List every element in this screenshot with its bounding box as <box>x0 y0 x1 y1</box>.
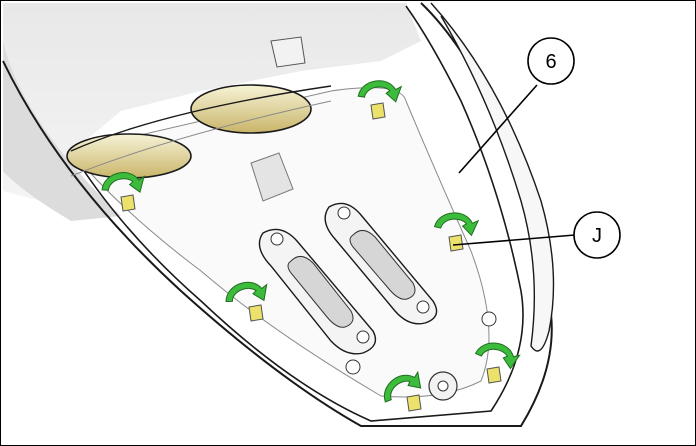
lens-opening-left <box>66 133 192 179</box>
outer-left-shade <box>3 41 121 221</box>
inner-rim-outline <box>70 5 524 422</box>
leader-line-j <box>452 234 576 246</box>
callout-6: 6 <box>527 37 575 85</box>
callout-j-label: J <box>592 225 602 247</box>
center-hole-boss <box>428 371 458 401</box>
screw-boss <box>481 311 497 327</box>
bracket-plate-right <box>324 202 438 325</box>
right-outer-edge <box>430 2 555 352</box>
leader-line-6 <box>458 84 538 174</box>
lens-opening-right <box>190 84 312 134</box>
screw-boss <box>345 359 361 375</box>
upper-tab <box>270 36 306 68</box>
bracket-plate-left <box>258 228 377 355</box>
callout-j: J <box>573 211 621 259</box>
square-boss <box>250 152 294 202</box>
inner-shell-shade <box>3 3 421 201</box>
callout-6-label: 6 <box>545 51 556 73</box>
